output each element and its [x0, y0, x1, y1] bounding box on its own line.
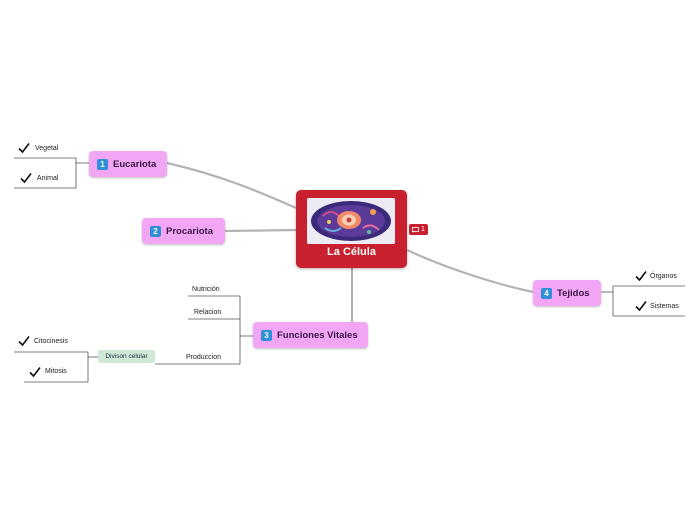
topic-label: Procariota	[166, 225, 213, 237]
cell-illustration	[307, 198, 395, 244]
topic-number-badge: 3	[261, 329, 272, 341]
topic-tejidos[interactable]: 4 Tejidos	[533, 280, 601, 306]
central-topic[interactable]: La Célula	[296, 190, 407, 268]
topic-procariota[interactable]: 2 Procariota	[142, 218, 225, 244]
comment-count: 1	[421, 226, 425, 233]
subtopic-animal[interactable]: Animal	[37, 175, 59, 182]
topic-number-badge: 4	[541, 287, 552, 299]
subtopic-vegetal[interactable]: Vegetal	[35, 145, 59, 152]
subtopic-organos[interactable]: Órganos	[650, 273, 677, 280]
topic-eucariota[interactable]: 1 Eucariota	[89, 151, 167, 177]
task-complete-icon[interactable]	[18, 335, 30, 347]
subtopic-division-celular[interactable]: Divison celular	[98, 350, 155, 363]
topic-funciones-vitales[interactable]: 3 Funciones Vitales	[253, 322, 368, 348]
subtopic-relacion[interactable]: Relacion	[194, 309, 222, 316]
subtopic-nutricion[interactable]: Nutrición	[192, 286, 220, 293]
topic-label: Funciones Vitales	[277, 329, 358, 341]
task-complete-icon[interactable]	[635, 300, 647, 312]
subtopic-produccion[interactable]: Produccion	[186, 354, 222, 361]
topic-label: Tejidos	[557, 287, 590, 299]
task-complete-icon[interactable]	[18, 142, 30, 154]
topic-number-badge: 2	[150, 225, 161, 237]
topic-label: Eucariota	[113, 158, 157, 170]
topic-number-badge: 1	[97, 158, 108, 170]
task-complete-icon[interactable]	[29, 366, 41, 378]
subtopic-mitosis[interactable]: Mitosis	[45, 368, 67, 375]
subtopic-citocinesis[interactable]: Citocinesis	[34, 338, 68, 345]
task-complete-icon[interactable]	[20, 172, 32, 184]
central-topic-label: La Célula	[327, 246, 376, 258]
task-complete-icon[interactable]	[635, 270, 647, 282]
subtopic-sistemas[interactable]: Sistemas	[650, 303, 679, 310]
comment-badge[interactable]: 1	[409, 224, 428, 235]
comment-icon	[412, 226, 419, 233]
